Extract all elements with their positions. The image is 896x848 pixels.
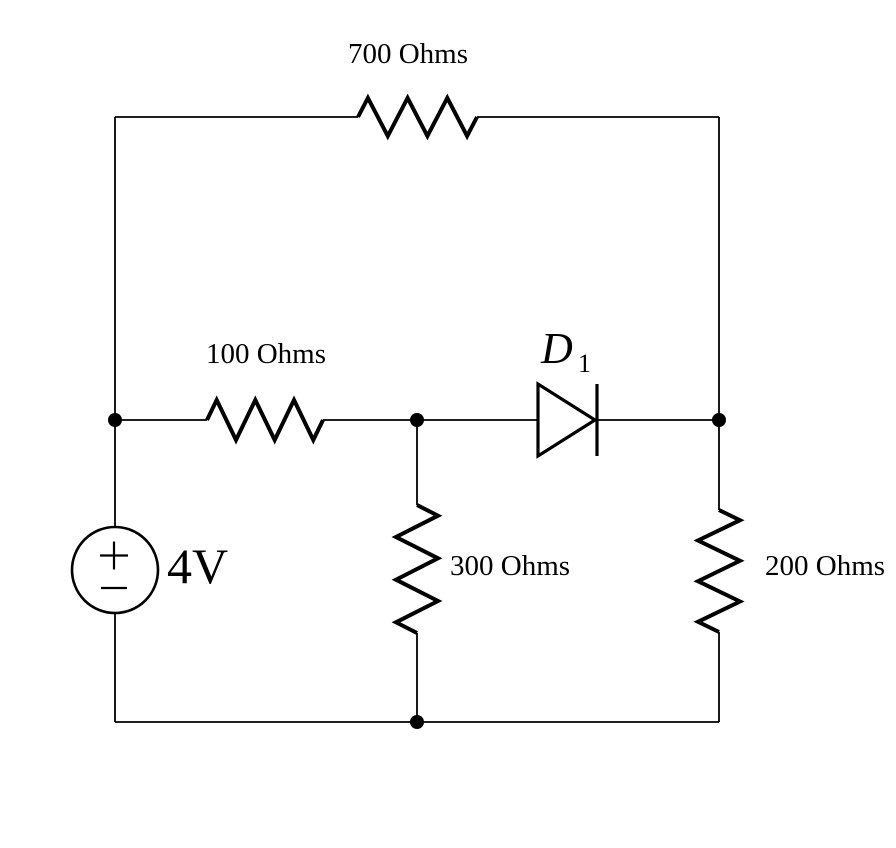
diode-symbol — [536, 381, 599, 459]
resistor-700-symbol — [356, 93, 479, 141]
junction-center — [410, 413, 424, 427]
resistor-200-label: 200 Ohms — [765, 550, 885, 582]
resistor-100-symbol — [205, 395, 325, 445]
diode-anode-triangle — [536, 381, 598, 459]
junction-bottom — [410, 715, 424, 729]
junction-right — [712, 413, 726, 427]
diode-label: D — [540, 324, 573, 373]
junction-left — [108, 413, 122, 427]
resistor-100-label: 100 Ohms — [206, 338, 326, 370]
diode-label-subscript: 1 — [578, 349, 591, 378]
plus-icon — [100, 541, 128, 570]
voltage-source-label: 4V — [167, 538, 228, 594]
voltage-source-circle — [70, 525, 160, 615]
resistor-200-symbol — [693, 508, 745, 634]
resistor-300-symbol — [391, 503, 443, 635]
voltage-source-symbol — [70, 525, 160, 615]
resistor-700-label: 700 Ohms — [348, 38, 468, 70]
resistor-300-label: 300 Ohms — [450, 550, 570, 582]
